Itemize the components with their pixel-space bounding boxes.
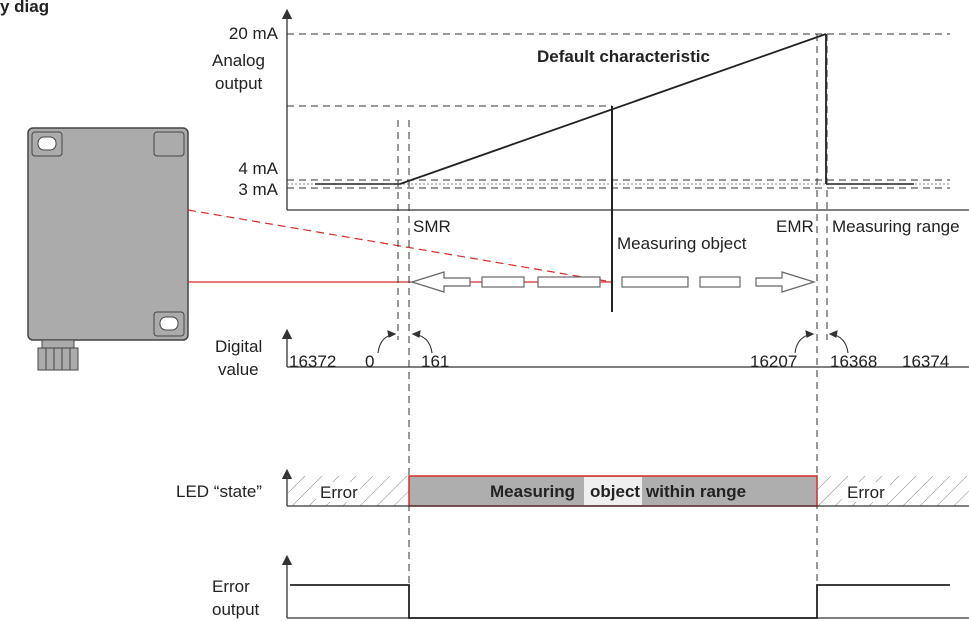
led-state-label: LED “state” — [176, 482, 262, 501]
digital-value-16368: 16368 — [830, 352, 877, 371]
header-title-fragment: y diag — [0, 0, 49, 16]
sensor-device-icon — [27, 127, 189, 371]
analog-tick-4ma: 4 mA — [238, 159, 278, 178]
measuring-range-arrow — [409, 271, 817, 293]
state-bar-highlight — [584, 477, 642, 505]
state-word-measuring: Measuring — [490, 482, 575, 501]
digital-label-1: Digital — [215, 337, 262, 356]
analog-y-label-1: Analog — [212, 51, 265, 70]
state-word-within-range: within range — [645, 482, 746, 501]
digital-value-16207: 16207 — [750, 352, 797, 371]
error-output-label-2: output — [212, 600, 260, 619]
measuring-range-label: Measuring range — [832, 217, 960, 236]
state-word-object: object — [590, 482, 640, 501]
smr-label: SMR — [413, 217, 451, 236]
emr-label: EMR — [776, 217, 814, 236]
digital-label-2: value — [218, 360, 259, 379]
error-output-signal — [290, 584, 950, 619]
digital-pointer-arrows — [377, 330, 849, 354]
error-right-text: Error — [847, 483, 885, 502]
error-left-bg — [316, 482, 360, 502]
error-right-bg — [842, 482, 890, 502]
error-left-text: Error — [320, 483, 358, 502]
digital-value-16372: 16372 — [289, 352, 336, 371]
digital-value-0: 0 — [365, 352, 374, 371]
analog-y-label-2: output — [215, 74, 263, 93]
laser-beam-dashed — [187, 209, 613, 283]
analog-tick-3ma: 3 mA — [238, 180, 278, 199]
error-output-label-1: Error — [212, 577, 250, 596]
measuring-object-label: Measuring object — [617, 234, 747, 253]
digital-value-16374: 16374 — [902, 352, 949, 371]
analog-chart-title: Default characteristic — [537, 47, 710, 66]
digital-value-161: 161 — [421, 352, 449, 371]
error-zone-right — [817, 476, 969, 506]
analog-tick-20ma: 20 mA — [229, 24, 279, 43]
